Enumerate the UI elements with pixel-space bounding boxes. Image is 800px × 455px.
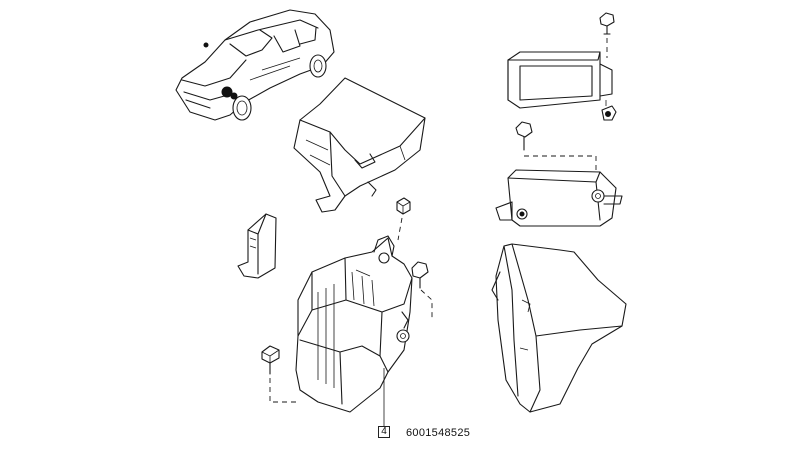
fuse-box-tray-illustration [295,235,413,413]
tray-screw-left-illustration [261,345,300,403]
protective-shield-illustration [491,243,627,413]
callout-number-box: 4 [378,426,390,438]
module-screw-illustration [599,12,615,58]
tray-bolt-illustration [396,197,411,241]
relay-module-illustration [507,51,617,121]
car-overview-illustration [175,9,335,121]
bracket-bolt-illustration [515,121,597,170]
cover-clip-illustration [237,213,277,279]
fuse-box-cover-illustration [293,77,426,213]
tray-screw-right-illustration [411,261,433,318]
reference-code: 6001548525 [406,427,471,439]
module-bracket-illustration [495,169,623,227]
